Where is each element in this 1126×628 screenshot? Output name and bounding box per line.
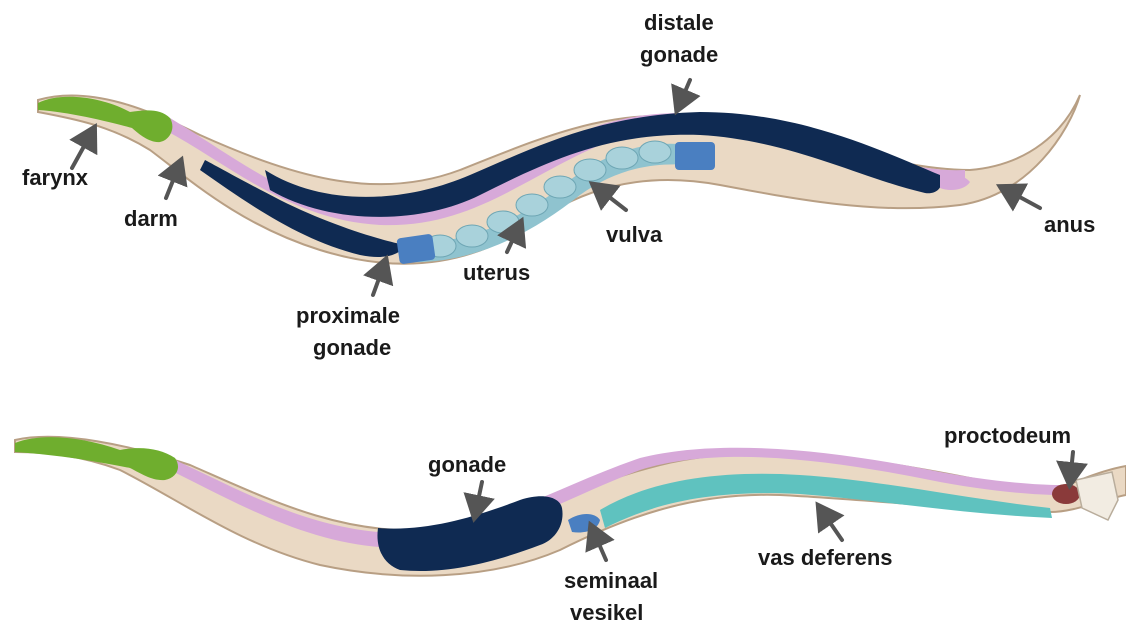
male-worm — [15, 437, 1126, 576]
arrow-farynx — [72, 130, 93, 168]
label-farynx: farynx — [22, 165, 89, 190]
label-vulva: vulva — [606, 222, 663, 247]
label-seminaal-line2: vesikel — [570, 600, 643, 625]
label-distale-gonade-line2: gonade — [640, 42, 718, 67]
label-seminaal-line1: seminaal — [564, 568, 658, 593]
arrow-vas-deferens — [820, 508, 842, 540]
male-tail-fan — [1076, 472, 1118, 520]
arrow-proctodeum — [1070, 452, 1073, 482]
arrow-distale-gonade — [678, 80, 690, 108]
label-proctodeum: proctodeum — [944, 423, 1071, 448]
label-darm: darm — [124, 206, 178, 231]
arrow-proximale-gonade — [373, 262, 385, 295]
male-pharynx — [15, 437, 178, 480]
arrow-vulva — [595, 186, 626, 210]
label-anus: anus — [1044, 212, 1095, 237]
hermaphrodite-pharynx — [38, 97, 172, 142]
male-proctodeum — [1052, 484, 1080, 504]
hermaphrodite-spermatheca-right — [675, 142, 715, 170]
hermaphrodite-worm — [38, 95, 1080, 264]
arrow-anus — [1003, 188, 1040, 208]
arrow-gonade — [475, 482, 482, 515]
hermaphrodite-spermatheca-left — [396, 234, 435, 265]
label-uterus: uterus — [463, 260, 530, 285]
label-vas-deferens: vas deferens — [758, 545, 893, 570]
label-gonade: gonade — [428, 452, 506, 477]
label-distale-gonade-line1: distale — [644, 10, 714, 35]
label-proximale-gonade-line2: gonade — [313, 335, 391, 360]
label-proximale-gonade-line1: proximale — [296, 303, 400, 328]
